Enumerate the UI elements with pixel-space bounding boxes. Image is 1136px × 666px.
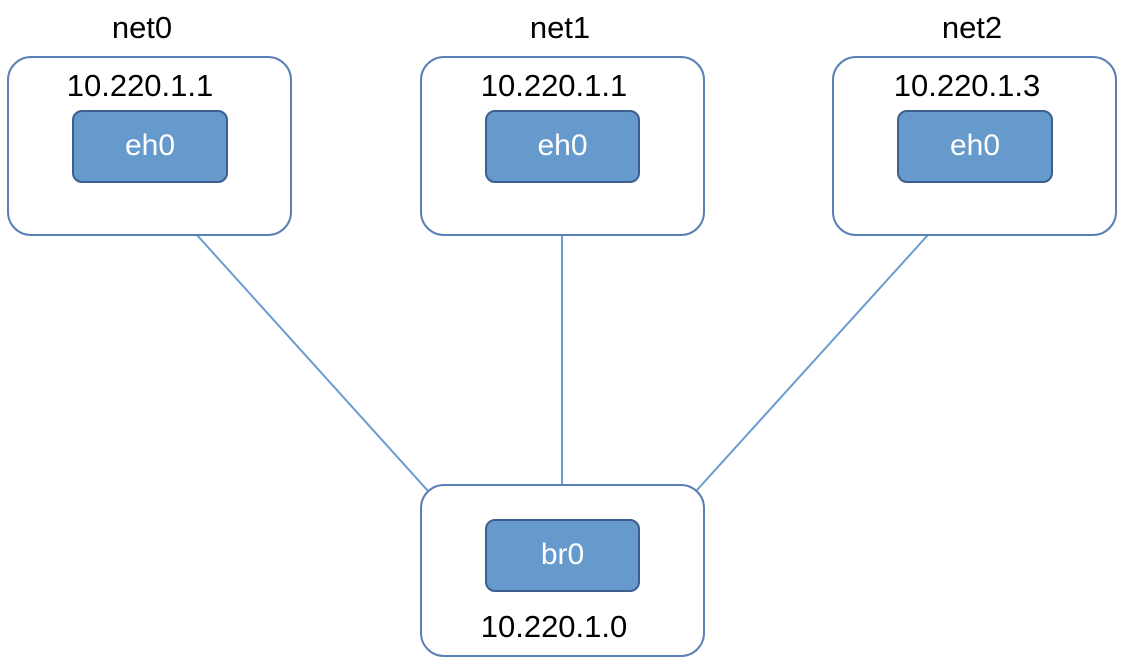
bridge-interface-br0: br0 [485, 519, 640, 592]
namespace-title-net2: net2 [941, 10, 1003, 45]
interface-eh0-net0: eh0 [72, 110, 228, 183]
namespace-ip-net1: 10.220.1.1 [480, 68, 628, 103]
namespace-ip-net2: 10.220.1.3 [893, 68, 1041, 103]
namespace-ip-net0: 10.220.1.1 [66, 68, 214, 103]
namespace-title-net1: net1 [529, 10, 591, 45]
bridge-ip: 10.220.1.0 [480, 609, 628, 644]
namespace-title-net0: net0 [111, 10, 173, 45]
interface-eh0-net2: eh0 [897, 110, 1053, 183]
interface-eh0-net1: eh0 [485, 110, 640, 183]
